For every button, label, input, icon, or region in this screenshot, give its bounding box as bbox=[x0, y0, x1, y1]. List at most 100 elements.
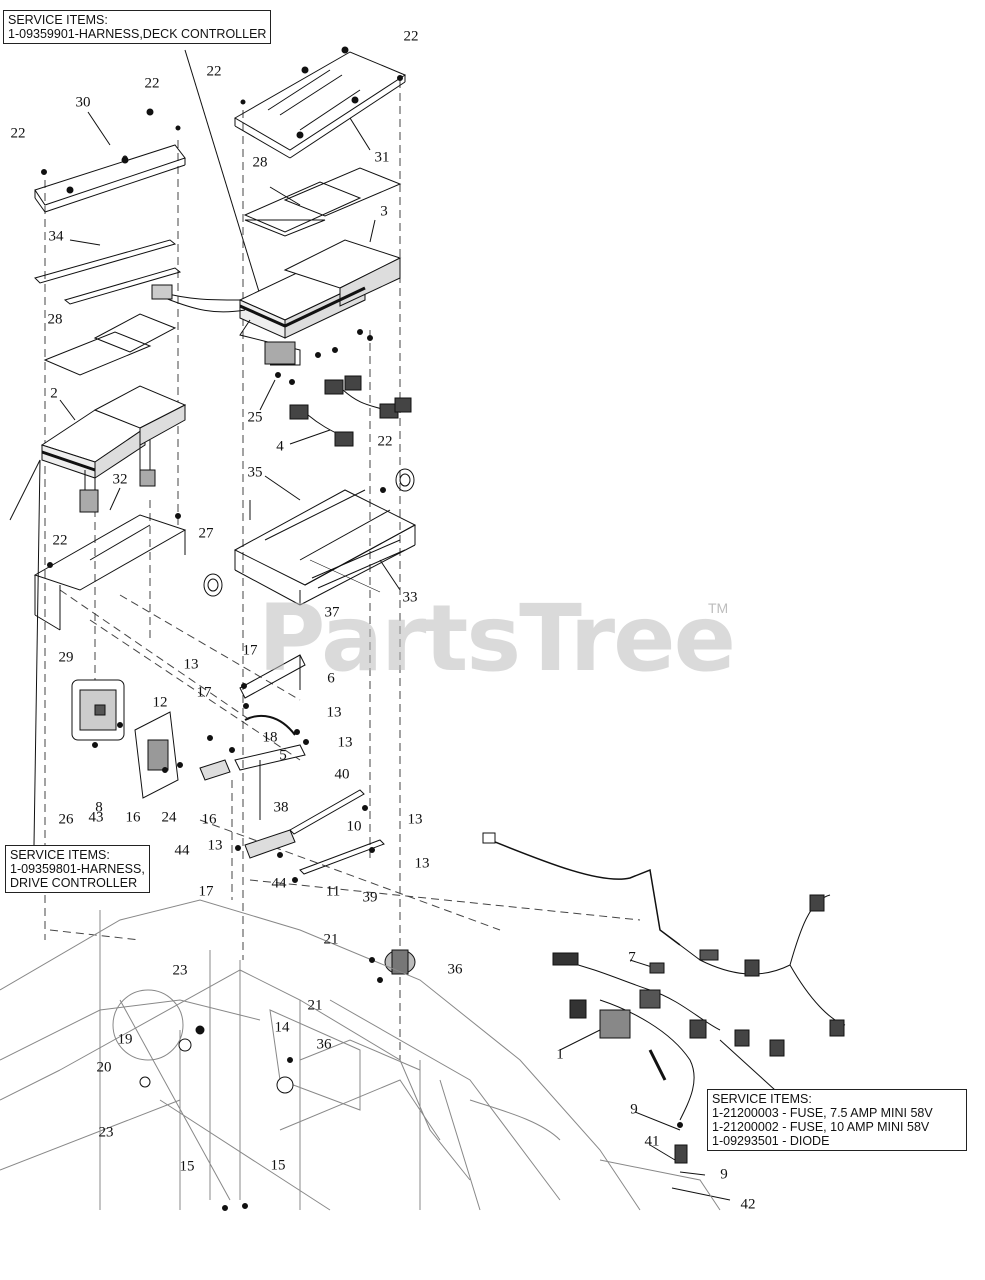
service-items-drive-controller: SERVICE ITEMS: 1-09359801-HARNESS, DRIVE… bbox=[5, 845, 150, 893]
part-pad-28-upper bbox=[243, 167, 402, 237]
part-plate-30 bbox=[34, 108, 186, 213]
callout-28: 28 bbox=[252, 154, 268, 171]
callout-24: 24 bbox=[161, 809, 177, 826]
callout-21: 21 bbox=[323, 931, 339, 948]
part-fuse-7 bbox=[649, 962, 665, 974]
part-bracket-32 bbox=[33, 514, 187, 631]
callout-27: 27 bbox=[198, 525, 214, 542]
service-line: SERVICE ITEMS: bbox=[8, 13, 108, 27]
part-bracket-44 bbox=[244, 829, 296, 859]
callout-13: 13 bbox=[207, 837, 223, 854]
callout-37: 37 bbox=[324, 604, 340, 621]
callout-31: 31 bbox=[374, 149, 390, 166]
service-line: 1-09359901-HARNESS,DECK CONTROLLER bbox=[8, 27, 267, 41]
leader-lines bbox=[9, 49, 776, 1201]
part-battery-3 bbox=[151, 239, 402, 366]
callout-43: 43 bbox=[88, 809, 104, 826]
callout-6: 6 bbox=[327, 670, 335, 687]
callout-11: 11 bbox=[325, 883, 341, 900]
part-hardware bbox=[41, 75, 683, 1211]
callout-22: 22 bbox=[377, 433, 393, 450]
service-line: SERVICE ITEMS: bbox=[712, 1092, 812, 1106]
service-line: 1-21200002 - FUSE, 10 AMP MINI 58V bbox=[712, 1120, 930, 1134]
callout-16: 16 bbox=[201, 811, 217, 828]
part-chassis-frame bbox=[0, 899, 721, 1211]
part-bar-40 bbox=[289, 789, 365, 835]
callout-40: 40 bbox=[334, 766, 350, 783]
callout-13: 13 bbox=[337, 734, 353, 751]
callout-38: 38 bbox=[273, 799, 289, 816]
part-relay-36 bbox=[384, 949, 416, 975]
service-line: 1-09293501 - DIODE bbox=[712, 1134, 830, 1148]
watermark: PartsTree bbox=[258, 585, 736, 692]
callout-1: 1 bbox=[556, 1046, 564, 1063]
assembly-guide-lines bbox=[44, 80, 641, 1060]
part-cable-6 bbox=[244, 714, 296, 736]
service-line: 1-09359801-HARNESS, bbox=[10, 862, 145, 876]
callout-28: 28 bbox=[47, 311, 63, 328]
callout-29: 29 bbox=[58, 649, 74, 666]
callout-34: 34 bbox=[48, 228, 64, 245]
part-bracket-38 bbox=[199, 744, 306, 820]
callout-16: 16 bbox=[125, 809, 141, 826]
callout-30: 30 bbox=[75, 94, 91, 111]
service-line: SERVICE ITEMS: bbox=[10, 848, 110, 862]
callout-23: 23 bbox=[98, 1124, 114, 1141]
callout-9: 9 bbox=[630, 1101, 638, 1118]
service-line: DRIVE CONTROLLER bbox=[10, 876, 138, 890]
callout-8: 8 bbox=[95, 799, 103, 816]
callout-33: 33 bbox=[402, 589, 418, 606]
callout-39: 39 bbox=[362, 889, 378, 906]
part-grommet-27 bbox=[203, 468, 415, 597]
callout-19: 19 bbox=[117, 1031, 133, 1048]
callout-3: 3 bbox=[380, 203, 388, 220]
callout-23: 23 bbox=[172, 962, 188, 979]
callout-20: 20 bbox=[96, 1059, 112, 1076]
callout-13: 13 bbox=[183, 656, 199, 673]
part-main-harness-1 bbox=[482, 832, 846, 1164]
callout-9: 9 bbox=[720, 1166, 728, 1183]
part-strip-34 bbox=[34, 239, 182, 305]
part-bracket-37 bbox=[239, 654, 306, 699]
callout-36: 36 bbox=[316, 1036, 332, 1053]
callout-17: 17 bbox=[198, 883, 214, 900]
callout-17: 17 bbox=[196, 684, 212, 701]
callout-15: 15 bbox=[270, 1157, 286, 1174]
callout-22: 22 bbox=[144, 75, 160, 92]
callout-7: 7 bbox=[628, 949, 636, 966]
callout-2: 2 bbox=[50, 385, 58, 402]
service-items-fuses-diode: SERVICE ITEMS: 1-21200003 - FUSE, 7.5 AM… bbox=[707, 1089, 967, 1151]
part-bar-39 bbox=[299, 839, 385, 875]
watermark-trademark: TM bbox=[708, 600, 729, 616]
callout-12: 12 bbox=[152, 694, 168, 711]
callout-44: 44 bbox=[174, 842, 190, 859]
callout-22: 22 bbox=[10, 125, 26, 142]
callout-13: 13 bbox=[407, 811, 423, 828]
callout-13: 13 bbox=[414, 855, 430, 872]
callout-44: 44 bbox=[271, 875, 287, 892]
callout-13: 13 bbox=[326, 704, 342, 721]
callout-4: 4 bbox=[276, 438, 284, 455]
part-pad-28-lower bbox=[43, 313, 177, 376]
callout-35: 35 bbox=[247, 464, 263, 481]
part-battery-2 bbox=[40, 385, 187, 513]
callout-22: 22 bbox=[52, 532, 68, 549]
part-plate-31 bbox=[234, 46, 407, 159]
callout-5: 5 bbox=[279, 747, 287, 764]
callout-21: 21 bbox=[307, 997, 323, 1014]
callout-26: 26 bbox=[58, 811, 74, 828]
callout-10: 10 bbox=[346, 818, 362, 835]
callout-41: 41 bbox=[644, 1133, 660, 1150]
callout-14: 14 bbox=[274, 1019, 290, 1036]
service-items-deck-controller: SERVICE ITEMS: 1-09359901-HARNESS,DECK C… bbox=[3, 10, 272, 44]
callout-36: 36 bbox=[447, 961, 463, 978]
callout-42: 42 bbox=[740, 1196, 756, 1213]
part-tray-33 bbox=[233, 489, 417, 606]
callout-25: 25 bbox=[247, 409, 263, 426]
callout-15: 15 bbox=[179, 1158, 195, 1175]
part-controller-43 bbox=[134, 711, 179, 799]
callout-22: 22 bbox=[403, 28, 419, 45]
service-line: 1-21200003 - FUSE, 7.5 AMP MINI 58V bbox=[712, 1106, 933, 1120]
callout-18: 18 bbox=[262, 729, 278, 746]
